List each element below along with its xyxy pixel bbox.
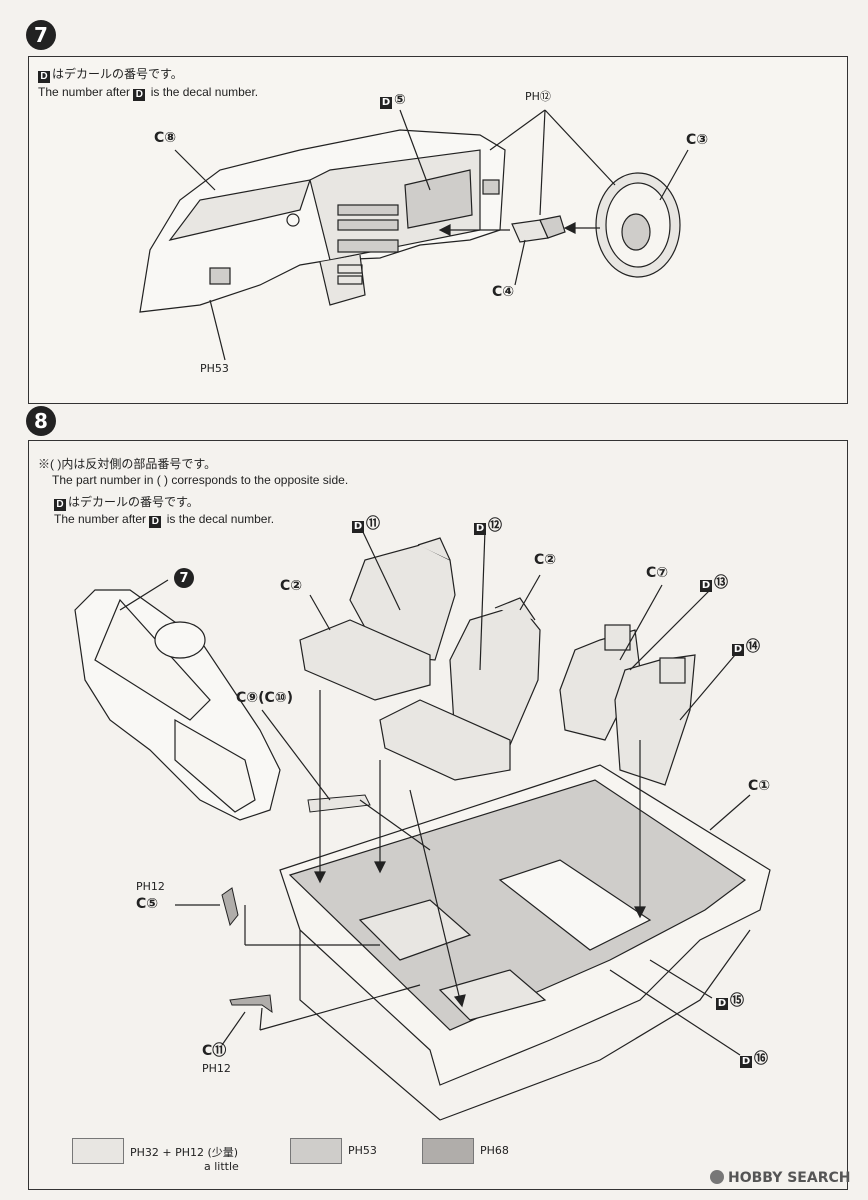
label-d5-num: ⑤ bbox=[394, 92, 406, 108]
label-c7: C⑦ bbox=[646, 565, 669, 581]
decal-d-icon: D bbox=[352, 521, 364, 533]
watermark-logo-icon bbox=[710, 1170, 724, 1184]
legend-text-1: PH32 + PH12 (少量) bbox=[130, 1146, 239, 1159]
seat-front-right-drawing bbox=[379, 597, 541, 781]
step-7-arrows bbox=[174, 109, 689, 361]
label-d14-num: ⑭ bbox=[746, 639, 760, 655]
small-parts-drawing bbox=[221, 794, 371, 1014]
note2-en-post: is the decal number. bbox=[166, 512, 275, 526]
label-d16-num: ⑯ bbox=[754, 1051, 768, 1067]
label-d11-num: ⑪ bbox=[366, 516, 380, 532]
label-c2-left: C② bbox=[280, 578, 303, 594]
label-ph12-upper: PH12 bbox=[136, 880, 165, 893]
decal-d-icon: D bbox=[474, 523, 486, 535]
decal-d-icon: D bbox=[133, 89, 146, 101]
legend-text-3: PH68 bbox=[480, 1144, 509, 1157]
legend-swatch-3 bbox=[422, 1138, 474, 1164]
decal-d-icon: D bbox=[380, 97, 392, 109]
dashboard-drawing bbox=[139, 129, 506, 313]
step-8-number: 8 bbox=[26, 406, 56, 436]
step-8-opposite-note-jp: ※( )内は反対側の部品番号です。 bbox=[38, 457, 217, 471]
decal-d-icon: D bbox=[716, 998, 728, 1010]
step-8-arrows bbox=[119, 529, 751, 1056]
note2-en-pre: The number after bbox=[54, 512, 147, 526]
watermark-text: HOBBY SEARCH bbox=[728, 1170, 851, 1186]
label-c1: C① bbox=[748, 778, 771, 794]
legend-swatch-2 bbox=[290, 1138, 342, 1164]
legend-swatch-1 bbox=[72, 1138, 124, 1164]
label-ph12-lower: PH12 bbox=[202, 1062, 231, 1075]
legend-text-2: PH53 bbox=[348, 1144, 377, 1157]
step-8-panel bbox=[28, 440, 848, 1190]
step-7-number: 7 bbox=[26, 20, 56, 50]
label-d15-num: ⑮ bbox=[730, 993, 744, 1009]
label-c8: C⑧ bbox=[154, 130, 177, 146]
label-ph53: PH53 bbox=[200, 362, 229, 375]
label-d12-num: ⑫ bbox=[488, 518, 502, 534]
decal-d-icon: D bbox=[54, 499, 66, 511]
label-c11: C⑪ bbox=[202, 1043, 227, 1059]
column-drawing bbox=[511, 215, 566, 243]
step-8-opposite-note-en: The part number in ( ) corresponds to th… bbox=[52, 473, 349, 487]
note-jp-text: はデカールの番号です。 bbox=[52, 67, 183, 81]
decal-d-icon: D bbox=[740, 1056, 752, 1068]
legend-sub-1: a little bbox=[204, 1160, 239, 1173]
dashboard-assembly-drawing bbox=[74, 589, 281, 821]
seat-front-left-drawing bbox=[299, 537, 456, 701]
floor-tub-drawing bbox=[279, 764, 771, 1121]
label-c3: C③ bbox=[686, 132, 709, 148]
note-en-post: is the decal number. bbox=[150, 85, 259, 99]
rear-seat-drawing bbox=[559, 624, 696, 786]
label-c9-c10: C⑨(C⑩) bbox=[236, 690, 294, 706]
label-ref-step-7: 7 bbox=[174, 568, 194, 588]
steering-wheel-drawing bbox=[595, 172, 681, 278]
label-c4: C④ bbox=[492, 284, 515, 300]
decal-d-icon: D bbox=[38, 71, 50, 83]
label-c2-right: C② bbox=[534, 552, 557, 568]
label-c5: C⑤ bbox=[136, 896, 159, 912]
step-8-decal-note-en: The number after D is the decal number. bbox=[54, 511, 274, 528]
label-d13-num: ⑬ bbox=[714, 575, 728, 591]
note2-jp-text: はデカールの番号です。 bbox=[68, 495, 199, 509]
label-ph12: PH⑫ bbox=[525, 90, 551, 103]
decal-d-icon: D bbox=[700, 580, 712, 592]
watermark: HOBBY SEARCH bbox=[710, 1170, 850, 1186]
decal-d-icon: D bbox=[149, 516, 162, 528]
note-en-pre: The number after bbox=[38, 85, 131, 99]
step-7-decal-note-en: The number after D is the decal number. bbox=[38, 84, 258, 101]
decal-d-icon: D bbox=[732, 644, 744, 656]
